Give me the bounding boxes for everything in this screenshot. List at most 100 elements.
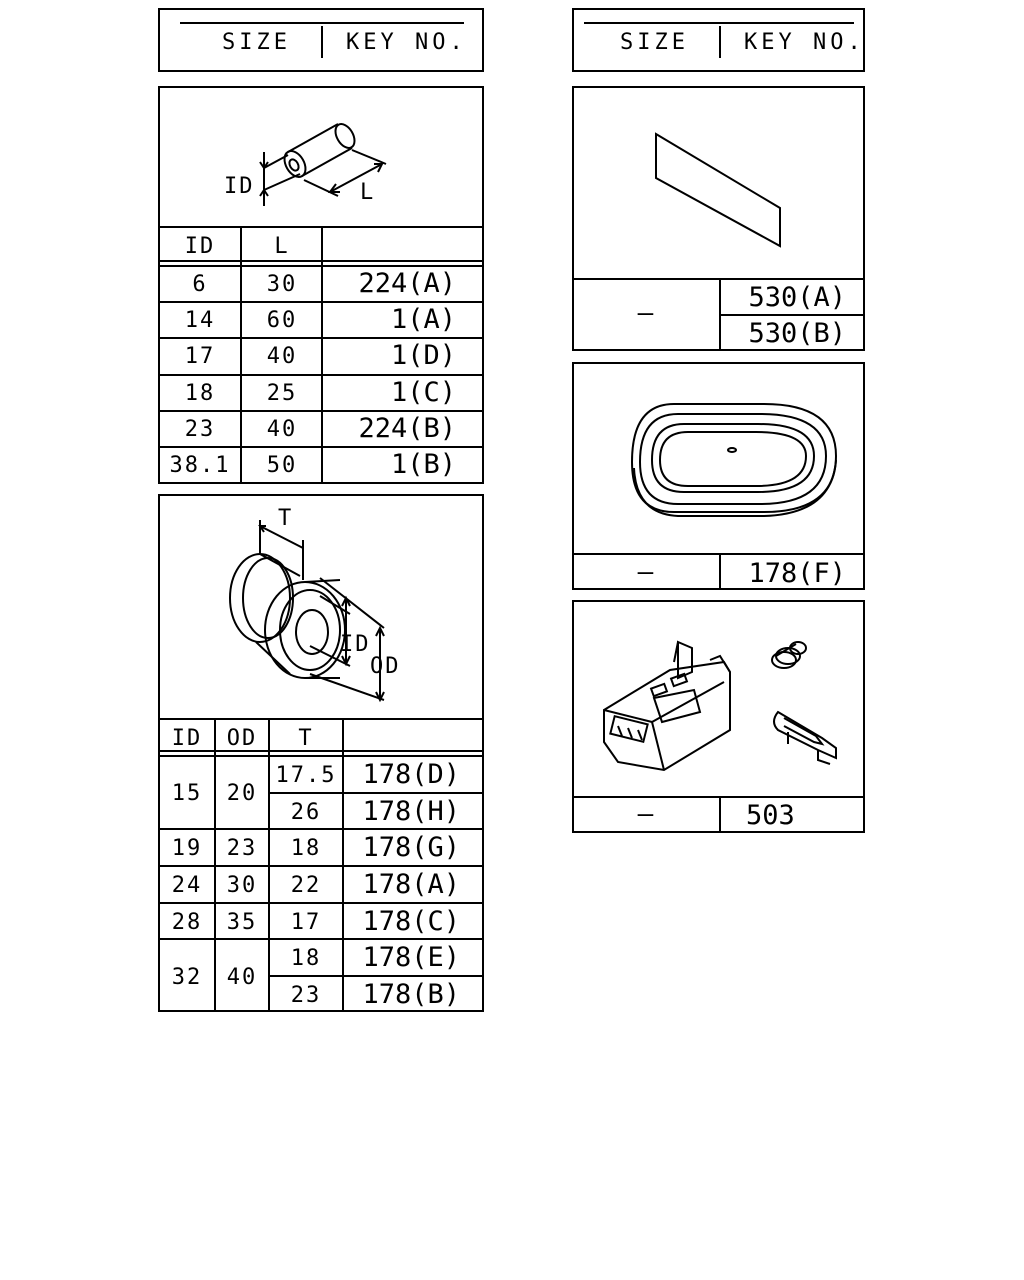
grommet-row-t: 18 [290, 946, 322, 971]
grommet-t-label: T [278, 506, 292, 531]
col-rule [719, 553, 721, 588]
connector-key: 503 [746, 800, 795, 831]
tube-row-key: 1(D) [390, 340, 456, 371]
row-rule [160, 865, 482, 867]
grommet-row-key: 178(H) [362, 796, 460, 827]
grommet-header-rule [160, 755, 482, 757]
grommet-row-key: 178(G) [362, 832, 460, 863]
tube-row-l: 25 [266, 381, 298, 406]
col-rule [719, 796, 721, 831]
grommet-row-t: 17.5 [275, 763, 337, 788]
col-rule [240, 226, 242, 482]
grommet-row-t: 23 [290, 983, 322, 1008]
connector-size: — [637, 799, 656, 829]
grommet-row-t: 26 [290, 800, 322, 825]
grommet-row-od: 35 [226, 910, 258, 935]
tube-row-l: 40 [266, 417, 298, 442]
right-header-box: SIZE KEY NO. [572, 8, 865, 72]
row-rule [160, 938, 482, 940]
grommet-row-od: 30 [226, 873, 258, 898]
grommet-drawing [229, 520, 385, 703]
table-top [574, 278, 863, 280]
oval-grommet-section: — 178(F) [572, 362, 865, 590]
left-header-box: SIZE KEY NO. [158, 8, 484, 72]
col-rule [268, 718, 270, 1010]
tube-drawing [259, 123, 387, 206]
grommet-row-id: 24 [171, 873, 203, 898]
tube-l-label: L [360, 180, 374, 205]
tube-row-id: 6 [192, 272, 208, 297]
header-rule [584, 22, 854, 24]
grommet-od-label: OD [370, 654, 401, 679]
size-header: SIZE [620, 30, 689, 55]
grommet-row-od: 20 [226, 781, 258, 806]
grommet-row-key: 178(E) [362, 942, 460, 973]
sheet-section: — 530(A) 530(B) [572, 86, 865, 351]
size-header: SIZE [222, 30, 291, 55]
connector-section: — 503 [572, 600, 865, 833]
tube-row-l: 60 [266, 308, 298, 333]
grommet-section: T ID OD ID OD T 15 20 17.5 178(D) 26 178… [158, 494, 484, 1012]
row-rule [268, 792, 482, 794]
tube-row-id: 17 [184, 344, 216, 369]
grommet-id-label: ID [340, 632, 371, 657]
table-top [574, 553, 863, 555]
grommet-col-od: OD [226, 726, 258, 751]
grommet-row-key: 178(B) [362, 979, 460, 1010]
col-rule [214, 718, 216, 1010]
grommet-row-id: 32 [171, 965, 203, 990]
grommet-table-top [160, 718, 482, 720]
tube-row-id: 14 [184, 308, 216, 333]
col-rule [321, 226, 323, 482]
oval-grommet-size: — [637, 557, 656, 587]
key-no-header: KEY NO. [346, 30, 467, 55]
tube-row-key: 224(B) [358, 413, 456, 444]
table-top [574, 796, 863, 798]
tube-row-key: 1(A) [390, 304, 456, 335]
sheet-key: 530(A) [748, 282, 846, 313]
header-divider [321, 26, 323, 58]
grommet-row-key: 178(C) [362, 906, 460, 937]
grommet-col-t: T [298, 726, 314, 751]
sheet-size: — [637, 298, 656, 328]
grommet-row-t: 18 [290, 836, 322, 861]
tube-row-id: 23 [184, 417, 216, 442]
tube-row-key: 1(C) [390, 377, 456, 408]
tube-row-l: 30 [266, 272, 298, 297]
grommet-row-key: 178(A) [362, 869, 460, 900]
grommet-row-key: 178(D) [362, 759, 460, 790]
grommet-row-id: 19 [171, 836, 203, 861]
grommet-header-rule [160, 750, 482, 752]
connector-drawing [603, 640, 837, 772]
grommet-col-id: ID [171, 726, 203, 751]
header-rule [180, 22, 464, 24]
tube-row-id: 18 [184, 381, 216, 406]
oval-grommet-drawing [630, 403, 838, 517]
key-no-header: KEY NO. [744, 30, 865, 55]
tube-section: ID L ID L 6 30 224(A) 14 60 1(A) 17 40 1… [158, 86, 484, 484]
row-rule [719, 314, 863, 316]
row-rule [160, 828, 482, 830]
tube-row-key: 1(B) [390, 449, 456, 480]
row-rule [160, 902, 482, 904]
tube-col-l: L [274, 234, 290, 259]
grommet-row-od: 23 [226, 836, 258, 861]
tube-row-l: 50 [266, 453, 298, 478]
grommet-row-t: 22 [290, 873, 322, 898]
grommet-row-t: 17 [290, 910, 322, 935]
tube-row-l: 40 [266, 344, 298, 369]
sheet-drawing [655, 132, 781, 248]
header-divider [719, 26, 721, 58]
tube-row-key: 224(A) [358, 268, 456, 299]
grommet-row-id: 15 [171, 781, 203, 806]
tube-row-id: 38.1 [169, 453, 231, 478]
col-rule [719, 278, 721, 349]
grommet-row-od: 40 [226, 965, 258, 990]
sheet-key: 530(B) [748, 318, 846, 349]
tube-col-id: ID [184, 234, 216, 259]
tube-id-label: ID [224, 174, 255, 199]
grommet-row-id: 28 [171, 910, 203, 935]
col-rule [342, 718, 344, 1010]
oval-grommet-key: 178(F) [748, 558, 846, 589]
row-rule [268, 975, 482, 977]
